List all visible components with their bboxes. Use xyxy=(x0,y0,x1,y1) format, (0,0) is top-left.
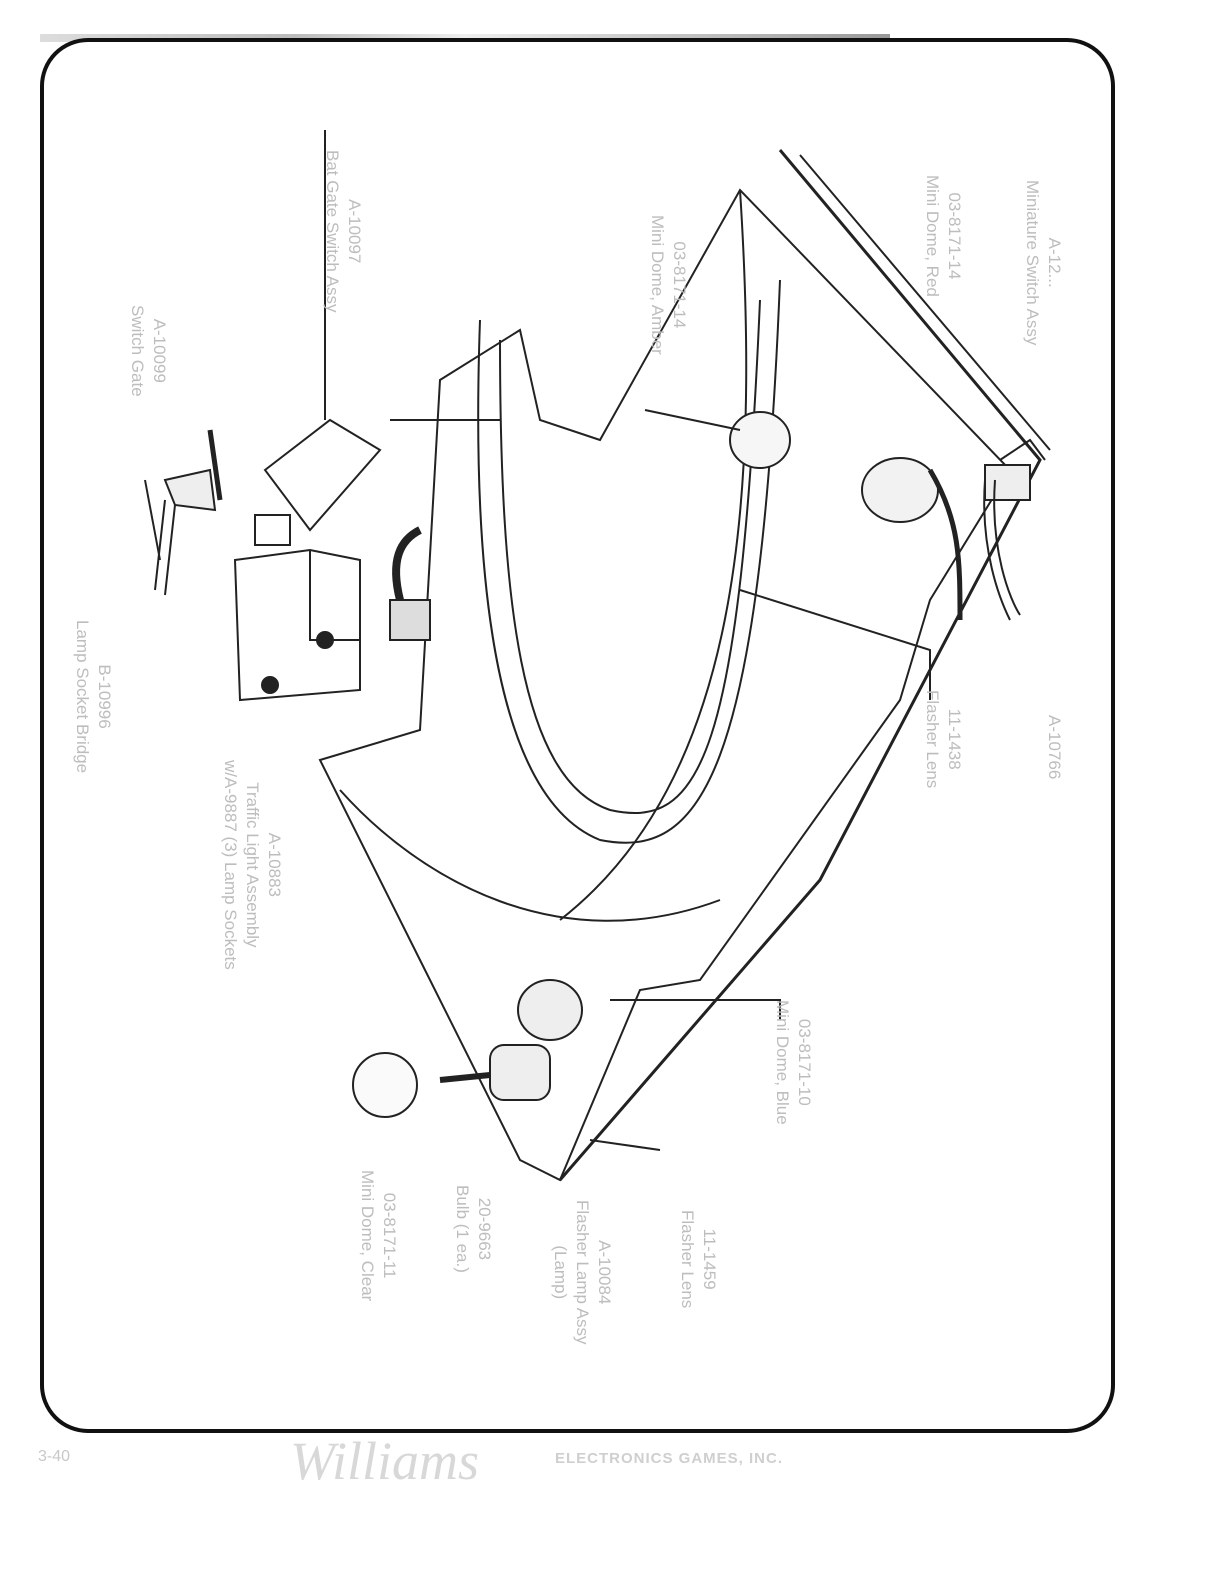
switch-assy-right xyxy=(927,464,1031,621)
leader-lines xyxy=(390,409,1046,1151)
label-miniature-switch: A-12...Miniature Switch Assy xyxy=(1023,180,1064,346)
company-name: ELECTRONICS GAMES, INC. xyxy=(555,1450,784,1467)
page-number: 3-40 xyxy=(38,1448,71,1465)
page-border xyxy=(40,38,1115,1433)
traffic-light-bracket xyxy=(233,526,431,702)
switch-gate xyxy=(144,130,382,596)
label-a-10766: A-10766 xyxy=(1045,715,1064,780)
williams-logo: Williams xyxy=(290,1431,480,1491)
ramp-inner xyxy=(477,189,781,921)
mini-domes xyxy=(352,411,939,1118)
